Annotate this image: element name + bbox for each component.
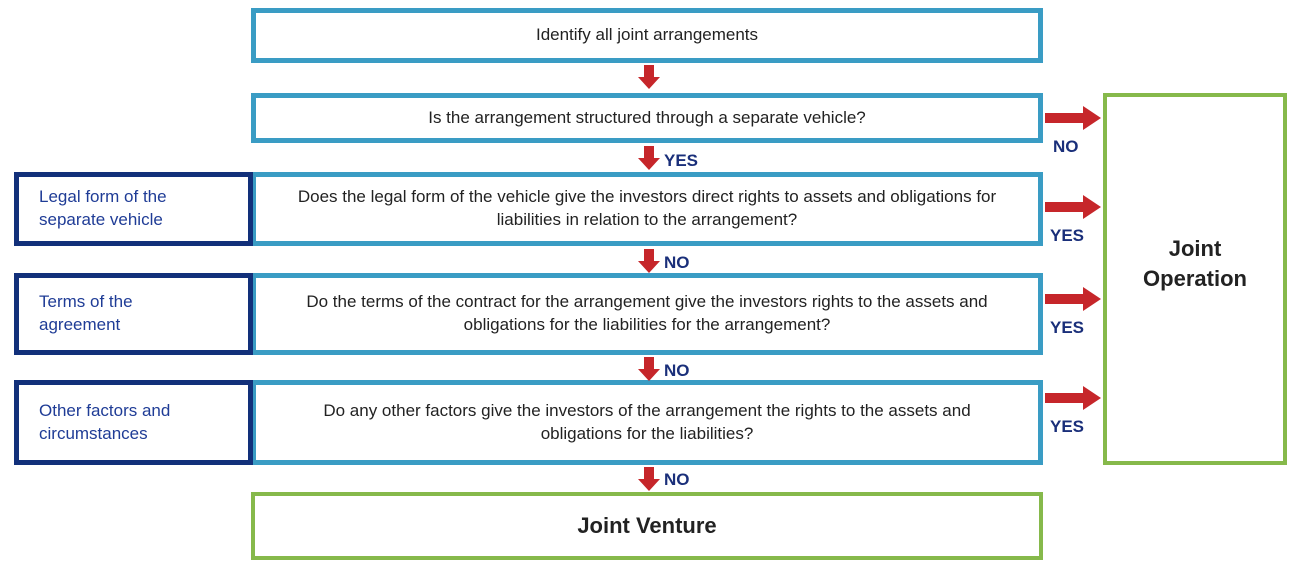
- outcome-joint-venture: Joint Venture: [251, 492, 1043, 560]
- label-no-legal-form: NO: [664, 253, 690, 272]
- label-yes-terms: YES: [1050, 318, 1085, 337]
- right-arrow-icon: [1045, 386, 1101, 410]
- down-arrow-icon: [638, 249, 660, 273]
- down-arrow-icon: [638, 146, 660, 170]
- label-no-other: NO: [664, 470, 690, 489]
- right-arrow-icon: [1045, 195, 1101, 219]
- joint-operation-text: Joint Operation: [1143, 236, 1247, 291]
- step-other-factors: Do any other factors give the investors …: [251, 380, 1043, 465]
- right-arrow-icon: [1045, 106, 1101, 130]
- label-yes-other: YES: [1050, 417, 1085, 436]
- side-other-factors: Other factors and circumstances: [14, 380, 253, 465]
- step-contract-terms: Do the terms of the contract for the arr…: [251, 273, 1043, 355]
- side-terms-text: Terms of the agreement: [39, 292, 133, 334]
- label-yes-legal-form: YES: [1050, 226, 1085, 245]
- step-separate-vehicle-text: Is the arrangement structured through a …: [428, 107, 866, 127]
- side-other-factors-text: Other factors and circumstances: [39, 400, 171, 443]
- step-legal-form: Does the legal form of the vehicle give …: [251, 172, 1043, 246]
- outcome-joint-operation: Joint Operation: [1103, 93, 1287, 465]
- step-legal-form-text: Does the legal form of the vehicle give …: [297, 187, 997, 229]
- down-arrow-icon: [638, 357, 660, 381]
- label-no-terms: NO: [664, 361, 690, 380]
- side-legal-form-text: Legal form of the separate vehicle: [39, 187, 167, 229]
- down-arrow-icon: [638, 467, 660, 491]
- label-yes-vehicle: YES: [664, 151, 699, 170]
- side-legal-form: Legal form of the separate vehicle: [14, 172, 253, 246]
- label-no-vehicle: NO: [1053, 137, 1079, 156]
- step-identify-arrangements: Identify all joint arrangements: [251, 8, 1043, 63]
- side-terms: Terms of the agreement: [14, 273, 253, 355]
- joint-venture-text: Joint Venture: [577, 513, 717, 539]
- step-other-factors-text: Do any other factors give the investors …: [323, 400, 971, 443]
- step-separate-vehicle: Is the arrangement structured through a …: [251, 93, 1043, 143]
- step-contract-terms-text: Do the terms of the contract for the arr…: [306, 292, 988, 334]
- down-arrow-icon: [638, 65, 660, 89]
- right-arrow-icon: [1045, 287, 1101, 311]
- step-identify-text: Identify all joint arrangements: [535, 25, 759, 45]
